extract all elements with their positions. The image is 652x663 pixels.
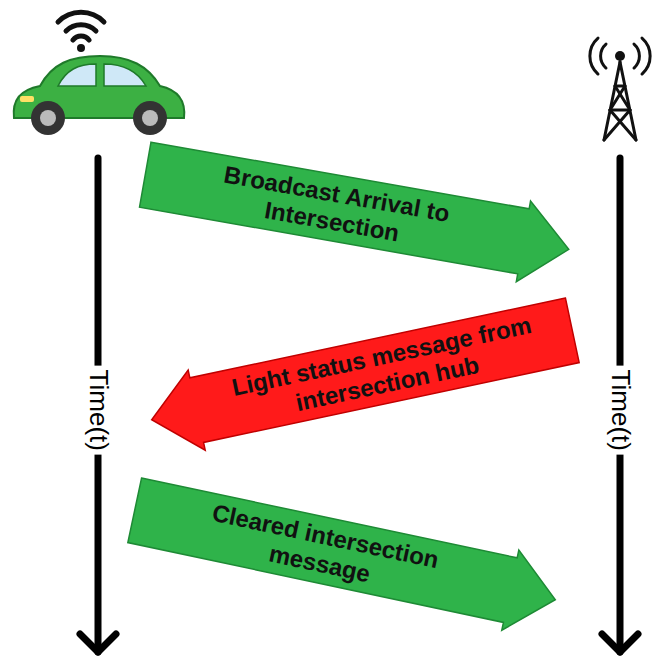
arrow-message: Cleared intersection message [126,470,564,640]
wifi-symbol [58,12,104,52]
arrow-message: Light status message from intersection h… [143,290,581,460]
message-text: Broadcast Arrival to Intersection [182,154,487,260]
message-text: Cleared intersection message [170,492,475,608]
arrow-outline [143,290,581,460]
arrow-outline [138,134,576,289]
car-icon [14,56,185,135]
time-axis-label: Time(t) [82,365,115,454]
radio-tower-icon [590,38,650,140]
arrow-outline [126,470,564,640]
time-axis-label: Time(t) [604,365,637,454]
message-text: Light status message from intersection h… [227,311,542,429]
arrow-message: Broadcast Arrival to Intersection [138,134,576,289]
